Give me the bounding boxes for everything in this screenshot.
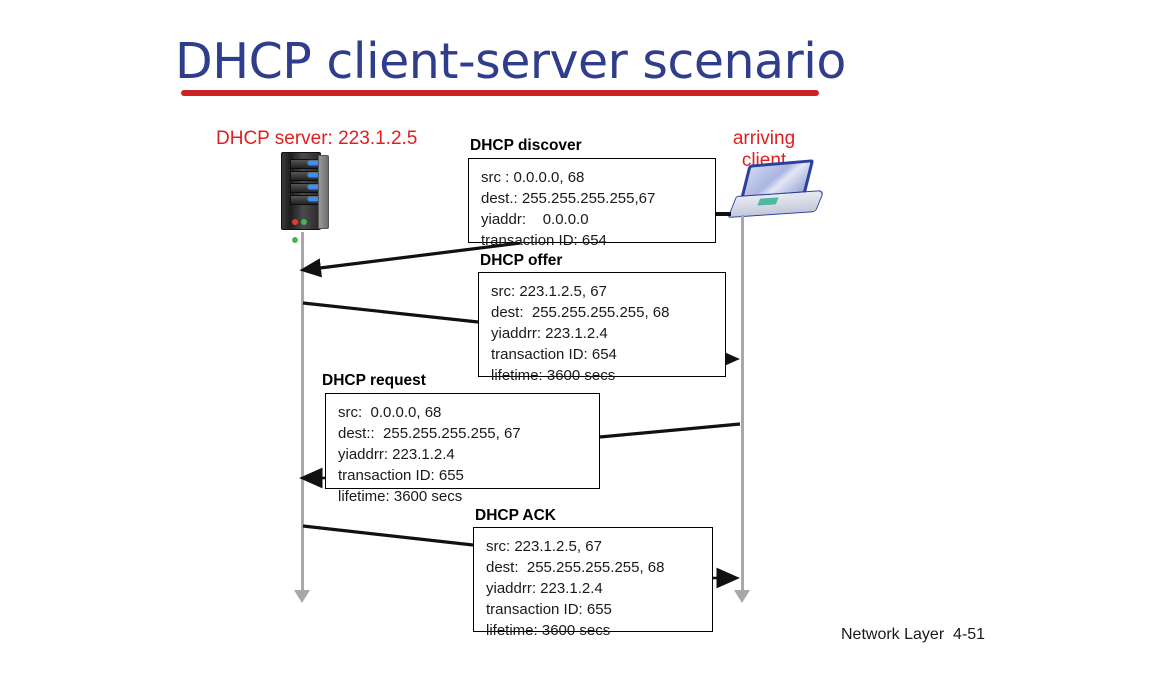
server-side-panel: [318, 155, 329, 229]
msg-line: lifetime: 3600 secs: [486, 622, 611, 639]
msg-line: src: 223.1.2.5, 67: [491, 283, 607, 300]
slide-footer: Network Layer 4-51: [841, 626, 986, 643]
msg-line: src : 0.0.0.0, 68: [481, 169, 585, 186]
msg-line: transaction ID: 655: [338, 467, 464, 484]
server-led-3: [308, 185, 319, 189]
msg-line: lifetime: 3600 secs: [338, 488, 463, 505]
msg-line: yiaddrr: 223.1.2.4: [491, 325, 608, 342]
arrow-ack: [302, 524, 474, 547]
msg-line: dest: 255.255.255.255, 68: [486, 559, 665, 576]
server-tower-icon: [277, 152, 329, 243]
msg-box-request: src: 0.0.0.0, 68 dest:: 255.255.255.255,…: [325, 393, 600, 505]
server-case: [281, 152, 322, 243]
msg-line: transaction ID: 654: [481, 232, 607, 249]
server-led-2: [308, 173, 319, 177]
msg-title-offer: DHCP offer: [480, 252, 563, 269]
msg-line: src: 223.1.2.5, 67: [486, 538, 602, 555]
msg-line: yiaddr: 0.0.0.0: [481, 211, 589, 228]
title-underline-rule: [181, 90, 819, 96]
server-lifeline-arrowhead: [294, 590, 310, 603]
server-led-1: [308, 161, 319, 165]
msg-line: yiaddrr: 223.1.2.4: [486, 580, 603, 597]
msg-title-discover: DHCP discover: [470, 137, 582, 154]
msg-line: dest: 255.255.255.255, 68: [491, 304, 670, 321]
msg-title-request: DHCP request: [322, 372, 426, 389]
arrow-offer: [302, 301, 479, 324]
server-light-red: [292, 219, 298, 225]
page-title: DHCP client-server scenario: [175, 33, 846, 90]
msg-title-ack: DHCP ACK: [475, 507, 556, 524]
msg-box-discover: src : 0.0.0.0, 68 dest.: 255.255.255.255…: [468, 158, 716, 249]
msg-line: dest.: 255.255.255.255,67: [481, 190, 656, 207]
server-status-lights: [292, 212, 318, 243]
server-light-green-1: [301, 219, 307, 225]
arrow-discover-head: [299, 258, 322, 278]
msg-line: transaction ID: 655: [486, 601, 612, 618]
server-light-green-2: [292, 237, 298, 243]
client-lifeline: [741, 215, 744, 590]
dhcp-server-label: DHCP server: 223.1.2.5: [216, 128, 418, 149]
msg-line: yiaddrr: 223.1.2.4: [338, 446, 455, 463]
laptop-icon: [727, 159, 825, 219]
msg-line: dest:: 255.255.255.255, 67: [338, 425, 521, 442]
msg-box-offer: src: 223.1.2.5, 67 dest: 255.255.255.255…: [478, 272, 726, 384]
msg-line: src: 0.0.0.0, 68: [338, 404, 442, 421]
server-led-4: [308, 197, 319, 201]
msg-box-ack: src: 223.1.2.5, 67 dest: 255.255.255.255…: [473, 527, 713, 639]
arrow-request: [599, 422, 741, 439]
msg-line: lifetime: 3600 secs: [491, 367, 616, 384]
client-lifeline-arrowhead: [734, 590, 750, 603]
msg-line: transaction ID: 654: [491, 346, 617, 363]
server-lifeline: [301, 232, 304, 590]
